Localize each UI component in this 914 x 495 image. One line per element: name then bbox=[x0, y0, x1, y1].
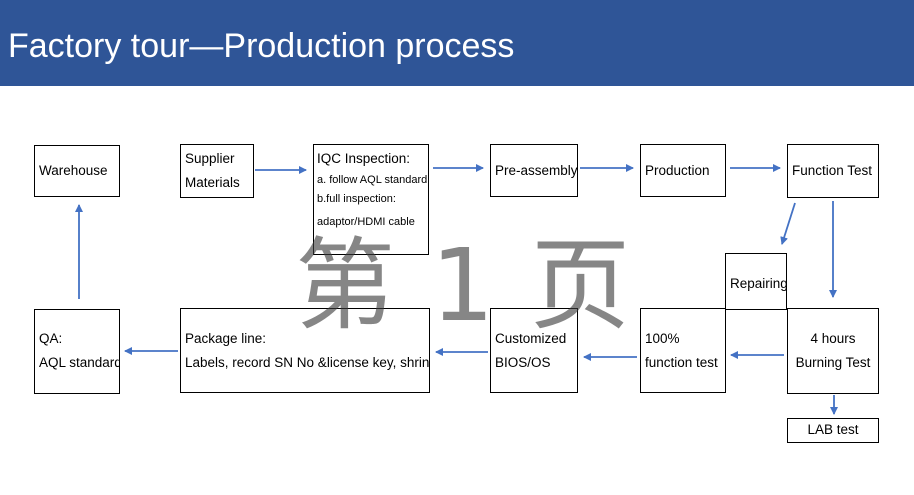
customized-label-line2: BIOS/OS bbox=[495, 355, 551, 370]
package-line-box: Package line: Labels, record SN No &lice… bbox=[180, 308, 430, 393]
repairing-label: Repairing bbox=[730, 276, 787, 291]
package-line-title: Package line: bbox=[185, 331, 267, 346]
iqc-item-cable: adaptor/HDMI cable bbox=[317, 216, 415, 228]
production-label: Production bbox=[645, 163, 710, 178]
customized-label-line1: Customized bbox=[495, 331, 567, 346]
production-box: Production bbox=[640, 144, 726, 197]
burning-test-line2: Burning Test bbox=[795, 355, 871, 370]
supplier-label-line2: Materials bbox=[185, 175, 240, 190]
function-test-100-line2: function test bbox=[645, 355, 718, 370]
iqc-title: IQC Inspection: bbox=[317, 151, 411, 166]
warehouse-box: Warehouse bbox=[34, 145, 120, 197]
function-test-box: Function Test bbox=[787, 144, 879, 198]
slide-title: Factory tour—Production process bbox=[8, 27, 515, 65]
customized-bios-box: Customized BIOS/OS bbox=[490, 308, 578, 393]
burning-test-box: 4 hours Burning Test bbox=[787, 308, 879, 394]
qa-label-line1: QA: bbox=[39, 331, 63, 346]
warehouse-label: Warehouse bbox=[39, 163, 108, 178]
iqc-item-aql: a. follow AQL standard bbox=[317, 174, 428, 186]
qa-label-line2: AQL standard bbox=[39, 355, 120, 370]
lab-test-label: LAB test bbox=[807, 422, 859, 437]
lab-test-box: LAB test bbox=[787, 418, 879, 443]
pre-assembly-label: Pre-assembly bbox=[495, 163, 578, 178]
iqc-item-full-inspection: b.full inspection: bbox=[317, 193, 396, 205]
qa-box: QA: AQL standard bbox=[34, 309, 120, 394]
function-test-100-line1: 100% bbox=[645, 331, 680, 346]
title-bar: Factory tour—Production process bbox=[0, 0, 914, 86]
burning-test-line1: 4 hours bbox=[810, 331, 856, 346]
function-test-label: Function Test bbox=[792, 163, 873, 178]
function-test-100-box: 100% function test bbox=[640, 308, 726, 393]
package-line-detail: Labels, record SN No &license key, shrin… bbox=[185, 355, 430, 370]
pre-assembly-box: Pre-assembly bbox=[490, 144, 578, 197]
iqc-inspection-box: IQC Inspection: a. follow AQL standard b… bbox=[313, 144, 429, 255]
supplier-materials-box: Supplier Materials bbox=[180, 144, 254, 198]
repairing-box: Repairing bbox=[725, 253, 787, 310]
supplier-label-line1: Supplier bbox=[185, 151, 235, 166]
arrow-function-test-to-repairing bbox=[780, 202, 796, 245]
